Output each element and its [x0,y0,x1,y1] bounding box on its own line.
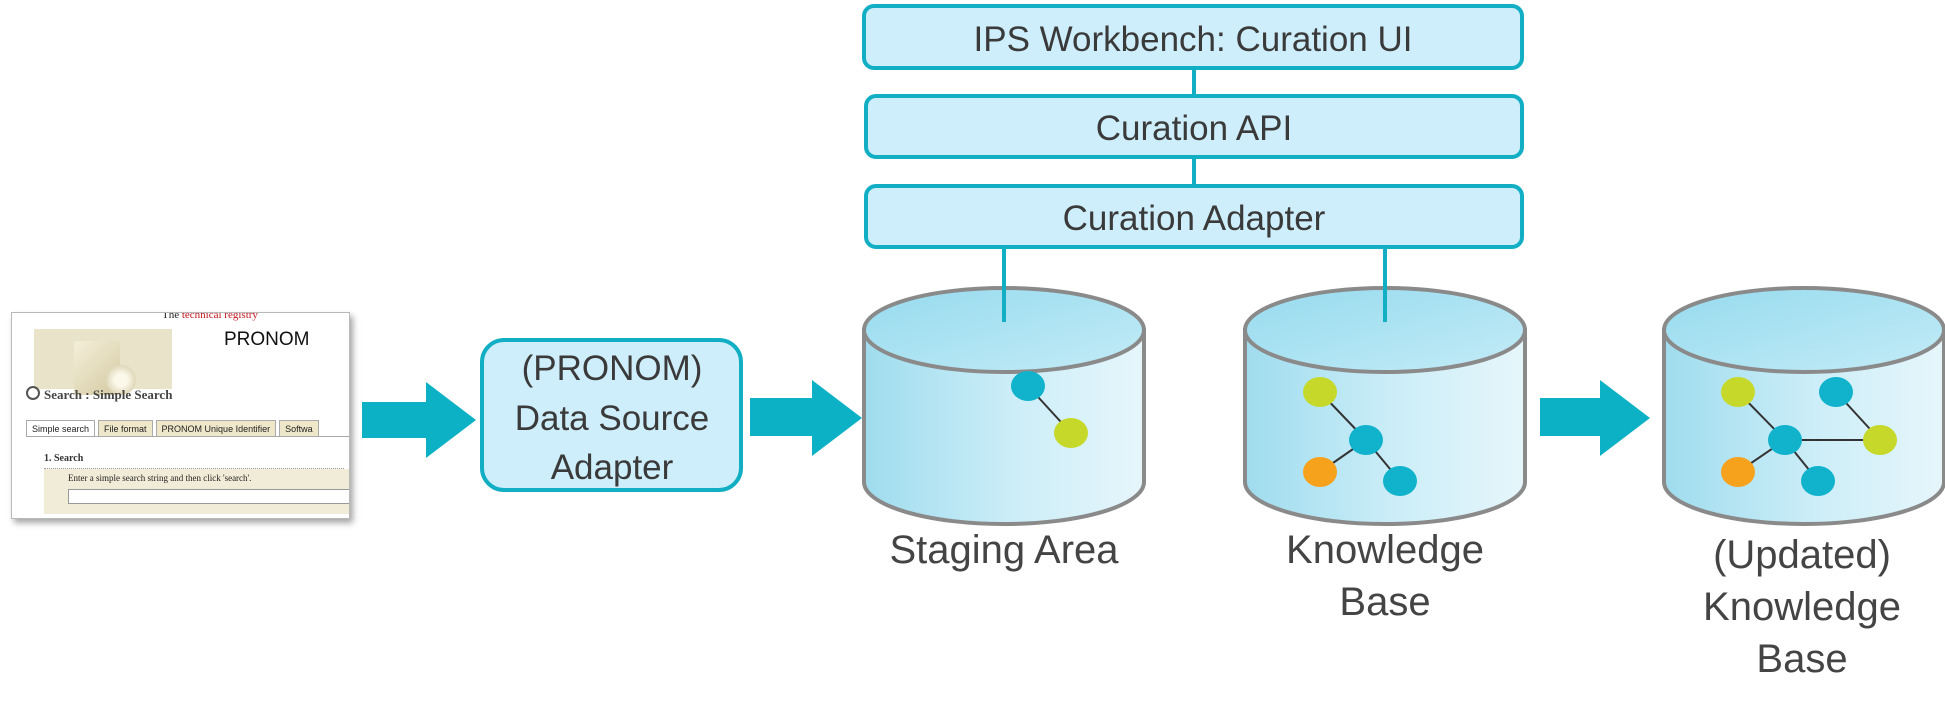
ukb-node-teal-top [1819,377,1853,407]
staging-area-cylinder[interactable] [862,286,1146,526]
tab-simple-search[interactable]: Simple search [26,420,96,436]
arrow-adapter-to-staging [750,380,862,456]
step-heading: 1. Search [44,453,84,464]
search-hint: Enter a simple search string and then cl… [68,473,252,483]
adapter-line-2: Data Source [515,399,710,438]
staging-node-lime [1054,418,1088,448]
staging-graph [1011,371,1088,448]
kb-node-lime [1303,377,1337,407]
cylinder-top [1662,286,1945,374]
kb-node-orange [1303,457,1337,487]
updated-kb-label-line-1: (Updated) [1713,533,1891,577]
adapter-line-3: Adapter [551,448,674,487]
pronom-brand: PRONOM [224,329,310,350]
registry-tagline: The technical registry [162,312,258,321]
search-input[interactable] [68,489,349,504]
search-icon [26,386,40,400]
updated-kb-label-line-3: Base [1756,637,1847,681]
curation-adapter-box[interactable] [864,184,1524,249]
ukb-node-center [1768,425,1802,455]
adapter-line-1: (PRONOM) [522,349,703,388]
pronom-logo-image [34,329,172,395]
curation-adapter-label: Curation Adapter [1063,199,1326,238]
curation-api-label: Curation API [1096,109,1293,148]
knowledge-base-label-line-2: Base [1339,580,1430,624]
ukb-node-teal-bottom [1801,466,1835,496]
tab-pronom-unique-identifier[interactable]: PRONOM Unique Identifier [155,420,277,436]
search-heading: Search : Simple Search [26,386,172,403]
step-divider [44,468,344,469]
tab-software[interactable]: Softwa [279,420,319,436]
workbench-box[interactable] [862,4,1524,70]
data-source-adapter-box[interactable] [480,338,743,492]
updated-knowledge-base-graph [1721,377,1897,496]
knowledge-base-graph [1303,377,1417,496]
arrow-kb-to-updated-kb [1540,380,1650,456]
cylinder-body [862,328,1146,526]
knowledge-base-cylinder[interactable] [1243,286,1527,526]
tab-file-format[interactable]: File format [98,420,153,436]
ukb-node-orange [1721,457,1755,487]
kb-node-teal [1383,466,1417,496]
staging-node-teal [1011,371,1045,401]
workbench-label: IPS Workbench: Curation UI [974,20,1413,59]
curation-api-box[interactable] [864,94,1524,159]
pronom-website-screenshot: The technical registry PRONOM Search : S… [11,312,350,519]
search-heading-text: Search : Simple Search [44,387,173,402]
ukb-node-lime-left [1721,377,1755,407]
ukb-node-lime-right [1863,425,1897,455]
updated-kb-label-line-2: Knowledge [1703,585,1901,629]
logo-disc-shape [106,365,136,395]
kb-node-center [1349,425,1383,455]
knowledge-base-label-line-1: Knowledge [1286,528,1484,572]
staging-area-label: Staging Area [889,528,1119,572]
data-source-adapter-label: (PRONOM) Data Source Adapter [515,349,710,487]
arrow-screenshot-to-adapter [362,382,476,458]
